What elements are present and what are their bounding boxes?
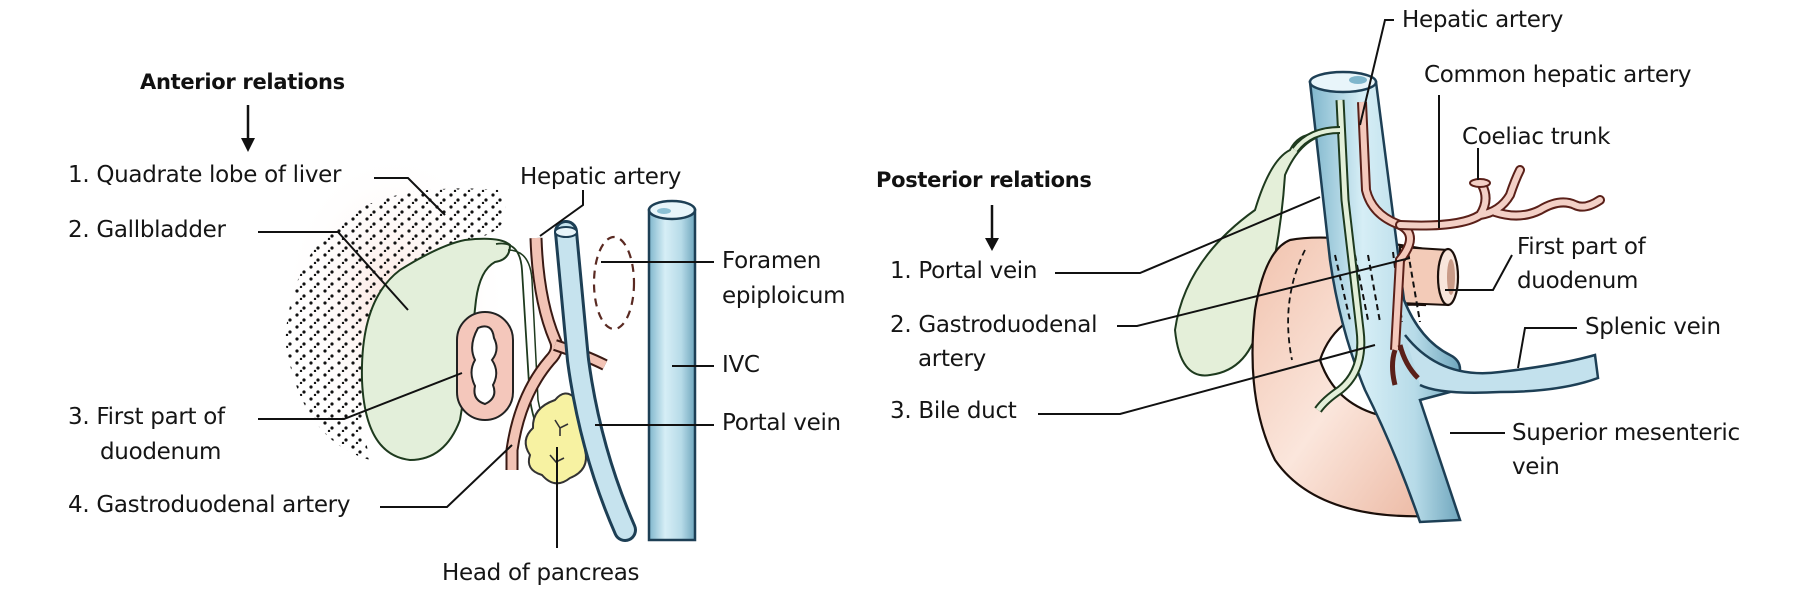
label-gastroduodenal-right-line2: artery bbox=[918, 346, 986, 372]
gallbladder-shape bbox=[360, 237, 512, 462]
leader-bile-duct bbox=[1038, 344, 1376, 415]
leader-first-part-duodenum bbox=[1445, 254, 1513, 291]
ivc-tube bbox=[647, 199, 697, 542]
label-coeliac-trunk: Coeliac trunk bbox=[1462, 124, 1611, 150]
label-portal-vein: Portal vein bbox=[722, 410, 841, 436]
leader-duodenum bbox=[258, 372, 463, 420]
down-arrow-icon bbox=[241, 105, 255, 152]
leader-hepatic-artery-right bbox=[1359, 19, 1394, 126]
leader-quadrate-lobe bbox=[374, 177, 446, 216]
label-hepatic-artery: Hepatic artery bbox=[520, 164, 682, 190]
label-portal-vein-right: 1. Portal vein bbox=[890, 258, 1038, 284]
foramen-epiploicum-outline bbox=[592, 235, 636, 331]
label-common-hepatic-artery: Common hepatic artery bbox=[1424, 62, 1692, 88]
leader-portal-vein-right bbox=[1055, 196, 1321, 274]
label-first-part-duodenum-right-line2: duodenum bbox=[1517, 268, 1639, 294]
right-panel-illustration bbox=[985, 19, 1605, 524]
label-splenic-vein: Splenic vein bbox=[1585, 314, 1721, 340]
label-first-part-duodenum: 3. First part of bbox=[68, 404, 225, 430]
label-bile-duct: 3. Bile duct bbox=[890, 398, 1017, 424]
label-head-of-pancreas: Head of pancreas bbox=[442, 560, 640, 586]
label-gastroduodenal-artery: 4. Gastroduodenal artery bbox=[68, 492, 351, 518]
leader-hepatic-artery bbox=[539, 190, 584, 237]
leader-splenic-vein bbox=[1517, 327, 1577, 369]
leader-gastroduodenal-artery bbox=[380, 444, 513, 508]
label-first-part-duodenum-right: First part of bbox=[1517, 234, 1646, 260]
coeliac-trunk-stump bbox=[1469, 178, 1491, 188]
gallbladder-shape-right bbox=[1173, 133, 1326, 377]
label-gallbladder: 2. Gallbladder bbox=[68, 217, 226, 243]
leader-gallbladder bbox=[258, 231, 409, 311]
label-ivc: IVC bbox=[722, 352, 760, 378]
duodenum-ring bbox=[456, 311, 514, 421]
label-foramen: Foramen bbox=[722, 248, 822, 274]
label-gastroduodenal-right: 2. Gastroduodenal bbox=[890, 312, 1098, 338]
posterior-relations-title: Posterior relations bbox=[876, 168, 1092, 192]
down-arrow-icon bbox=[985, 205, 999, 251]
leader-gastroduodenal-right bbox=[1117, 257, 1411, 327]
label-foramen-line2: epiploicum bbox=[722, 283, 846, 309]
label-first-part-duodenum-line2: duodenum bbox=[100, 439, 222, 465]
label-quadrate-lobe: 1. Quadrate lobe of liver bbox=[68, 162, 342, 188]
splenic-vein bbox=[1404, 334, 1600, 394]
common-hepatic-artery bbox=[1395, 165, 1605, 231]
anterior-relations-title: Anterior relations bbox=[140, 70, 345, 94]
label-hepatic-artery-right: Hepatic artery bbox=[1402, 7, 1564, 33]
label-superior-mesenteric-vein-line2: vein bbox=[1512, 454, 1560, 480]
left-panel-illustration bbox=[241, 105, 714, 548]
label-superior-mesenteric-vein: Superior mesenteric bbox=[1512, 420, 1740, 446]
